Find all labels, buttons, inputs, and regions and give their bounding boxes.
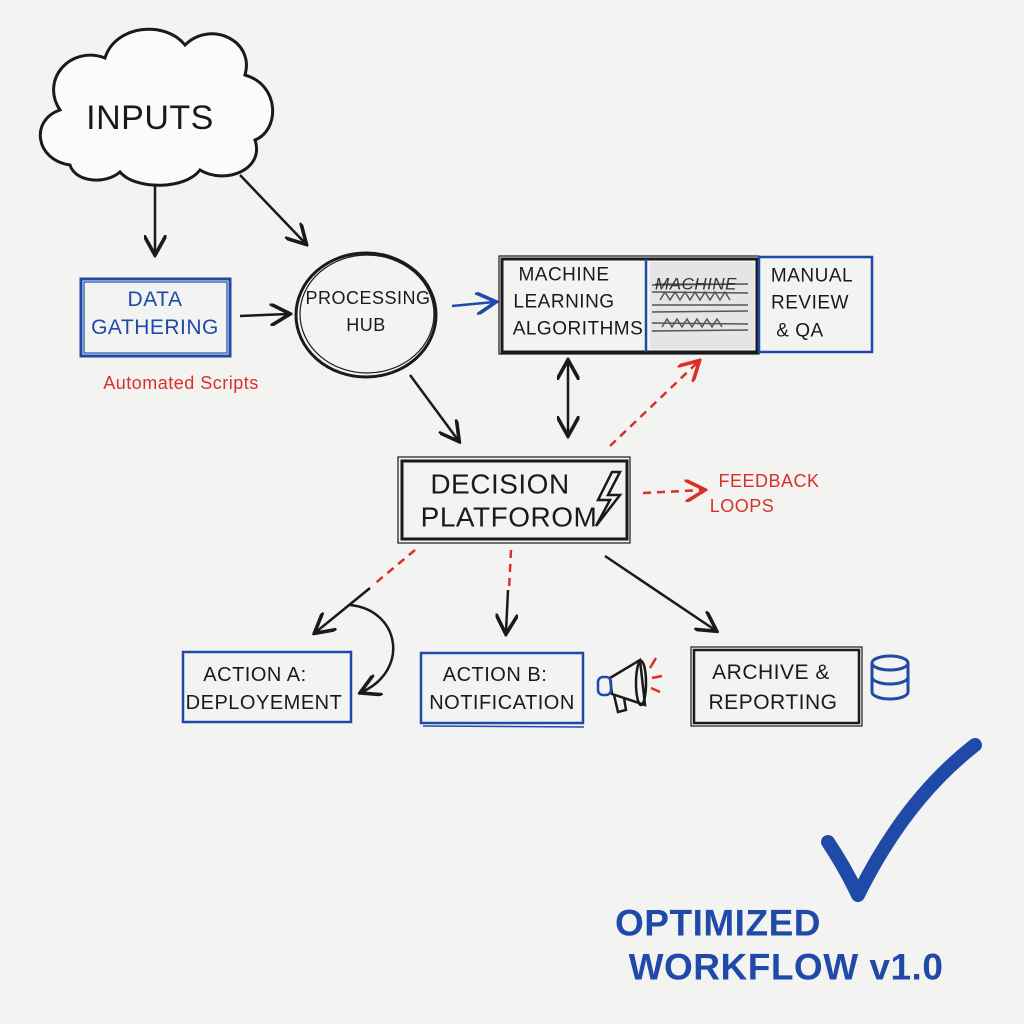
feedback-arrow-to-ml	[609, 362, 698, 447]
arrow-to-archive	[604, 554, 715, 630]
feedback-loops-label-1: FEEDBACK	[718, 470, 820, 491]
action-b-box	[419, 651, 585, 725]
ml-label-1: MACHINE	[518, 264, 610, 286]
cloud-icon	[38, 27, 275, 187]
manual-review-box	[757, 255, 874, 354]
arrow-hub-to-ml	[451, 302, 494, 306]
ml-box	[500, 257, 759, 354]
lightning-icon	[594, 470, 623, 527]
archive-box	[692, 648, 861, 725]
data-gathering-label-2: GATHERING	[91, 316, 219, 340]
processing-hub-label-2: HUB	[346, 314, 386, 335]
ml-label-2: LEARNING	[513, 291, 615, 313]
arrow-hub-to-decision	[408, 374, 458, 440]
archive-label-2: REPORTING	[708, 691, 838, 715]
decision-platform-box	[400, 459, 629, 541]
dashed-line-action-b	[507, 549, 513, 591]
arrow-to-action-b	[506, 589, 508, 632]
feedback-loops-label-2: LOOPS	[709, 495, 775, 516]
feedback-arrow-right	[642, 490, 703, 493]
footer-title-line-2: WORKFLOW v1.0	[628, 946, 944, 988]
action-b-label-1: ACTION B:	[442, 663, 548, 686]
megaphone-icon	[596, 657, 663, 714]
arrow-data-to-hub	[239, 314, 288, 316]
manual-review-label-2: REVIEW	[771, 292, 849, 314]
ml-label-3: ALGORITHMS	[512, 318, 644, 340]
processing-hub-label-1: PROCESSING	[305, 287, 431, 308]
action-a-label-1: ACTION A:	[203, 663, 307, 686]
arrow-inputs-to-hub	[239, 174, 305, 243]
decision-label-1: DECISION	[430, 468, 570, 500]
data-gathering-label-1: DATA	[127, 288, 183, 312]
checkmark-icon	[821, 738, 982, 902]
action-a-label-2: DEPLOYEMENT	[185, 691, 343, 714]
ml-scratched-text: MACHINE	[655, 274, 737, 294]
footer-title-line-1: OPTIMIZED	[615, 902, 821, 944]
decision-label-2: PLATFOROM	[420, 501, 598, 533]
action-b-label-2: NOTIFICATION	[429, 691, 575, 714]
curved-arrow-action-a	[349, 603, 395, 692]
inputs-label: INPUTS	[86, 98, 214, 137]
manual-review-label-1: MANUAL	[770, 265, 854, 287]
action-a-box	[181, 650, 353, 724]
archive-label-1: ARCHIVE &	[712, 661, 830, 685]
database-icon	[870, 654, 910, 701]
processing-hub-circle	[294, 251, 438, 379]
dashed-line-action-a	[371, 549, 416, 587]
data-gathering-box	[79, 277, 232, 358]
automated-scripts-note: Automated Scripts	[103, 372, 259, 393]
arrow-to-action-a	[316, 587, 371, 632]
manual-review-label-3: & QA	[776, 320, 824, 342]
scribble-lines	[651, 283, 749, 332]
